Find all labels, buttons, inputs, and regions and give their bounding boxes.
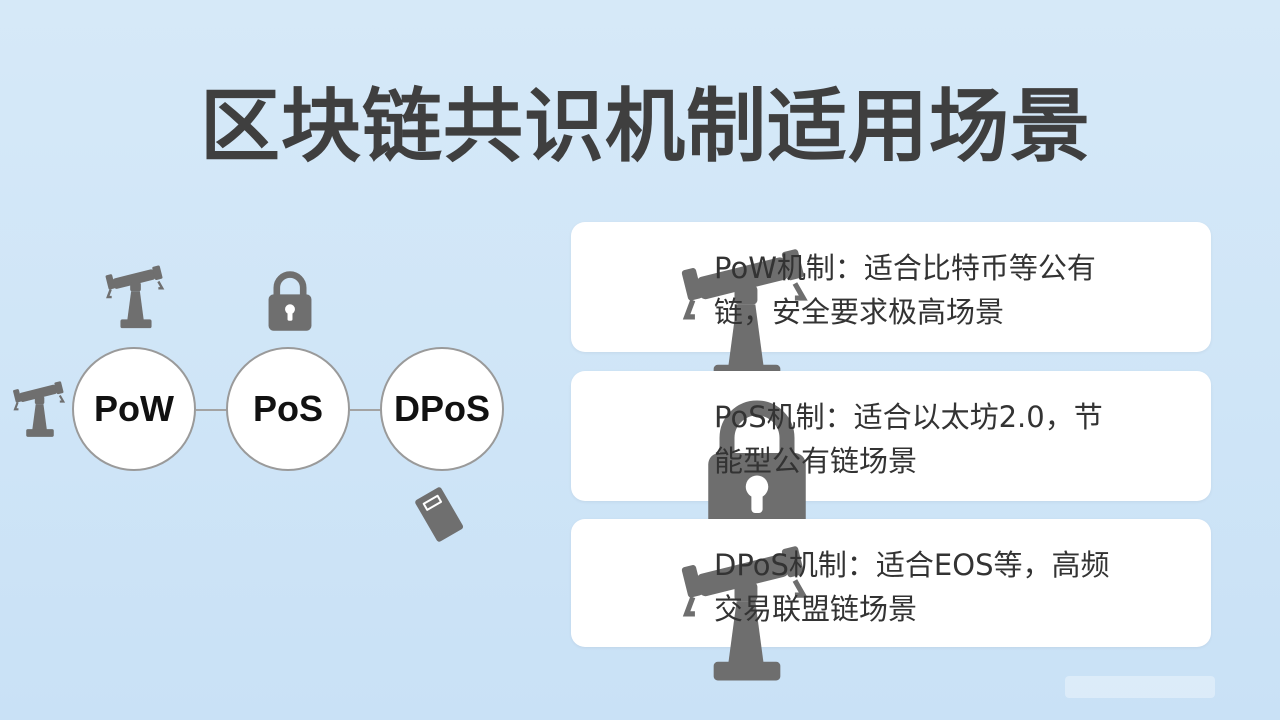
card-line: PoS机制：适合以太坊2.0，节 (714, 400, 1103, 434)
telescope-icon (597, 543, 669, 623)
lock-icon (607, 393, 673, 477)
card-text: PoS机制：适合以太坊2.0，节 能型公有链场景 (714, 395, 1194, 483)
card-text: PoW机制：适合比特币等公有 链，安全要求极高场景 (714, 246, 1194, 334)
connector-line (350, 409, 382, 411)
card-line: 交易联盟链场景 (714, 592, 918, 626)
node-pos: PoS (226, 347, 350, 471)
watermark (1065, 676, 1215, 698)
card-pow: PoW机制：适合比特币等公有 链，安全要求极高场景 (571, 222, 1211, 352)
node-pow: PoW (72, 347, 196, 471)
card-icon (410, 484, 470, 544)
node-dpos: DPoS (380, 347, 504, 471)
telescope-icon (597, 246, 669, 326)
lock-icon (262, 268, 318, 334)
page-title: 区块链共识机制适用场景 (200, 80, 1091, 173)
connector-line (196, 409, 228, 411)
telescope-icon (104, 264, 168, 334)
card-line: 能型公有链场景 (714, 444, 918, 478)
card-pos: PoS机制：适合以太坊2.0，节 能型公有链场景 (571, 371, 1211, 501)
card-text: DPoS机制：适合EOS等，高频 交易联盟链场景 (714, 543, 1194, 631)
card-line: DPoS机制：适合EOS等，高频 (714, 548, 1110, 582)
telescope-icon (12, 380, 68, 442)
card-line: 链，安全要求极高场景 (714, 295, 1005, 329)
card-dpos: DPoS机制：适合EOS等，高频 交易联盟链场景 (571, 519, 1211, 647)
card-line: PoW机制：适合比特币等公有 (714, 251, 1096, 285)
